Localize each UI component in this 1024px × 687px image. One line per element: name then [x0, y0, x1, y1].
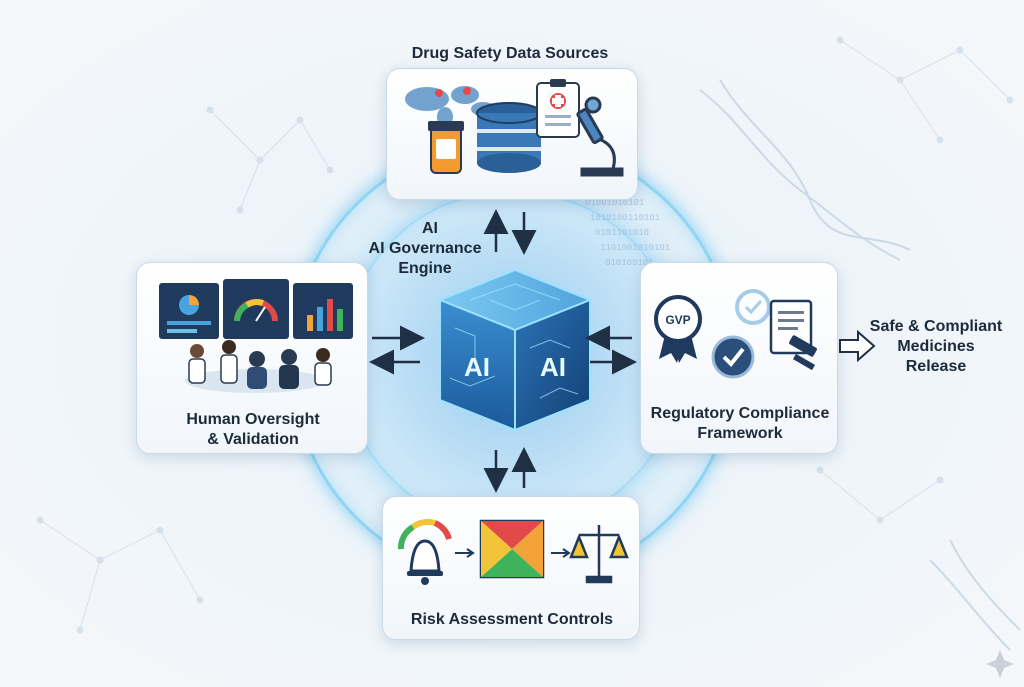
- output-line3: Release: [905, 358, 967, 375]
- medical-clipboard-icon: [536, 79, 580, 138]
- engine-caption-line3: Engine: [398, 260, 452, 277]
- balance-scale-icon: [569, 525, 629, 584]
- engine-caption-line1: AI: [422, 220, 438, 237]
- data-sources-title: Drug Safety Data Sources: [411, 45, 609, 62]
- data-sources-illustration: [405, 79, 624, 177]
- oversight-title-line2: & Validation: [207, 431, 299, 448]
- compliance-illustration: GVP: [654, 289, 817, 379]
- output-arrow: [839, 329, 876, 363]
- risk-title: Risk Assessment Controls: [410, 611, 614, 628]
- team-meeting-icon: [185, 340, 332, 393]
- compliance-title-line1: Regulatory Compliance: [650, 405, 830, 422]
- risk-gauge-bell-icon: [397, 518, 452, 585]
- risk-illustration: [397, 518, 629, 585]
- regulatory-compliance-card: GVP Regulatory Compliance Framework: [640, 262, 838, 454]
- faint-check-icon: [735, 289, 771, 325]
- human-oversight-card: Human Oversight & Validation: [136, 262, 368, 454]
- data-sources-card: [386, 68, 638, 200]
- compliance-title-line2: Framework: [697, 425, 783, 442]
- arrow-right-icon-2: [551, 548, 571, 558]
- output-line2: Medicines: [897, 338, 975, 355]
- oversight-illustration: [159, 279, 353, 393]
- cube-label-right: AI: [540, 352, 566, 382]
- microscope-icon: [576, 96, 624, 177]
- cube-label-left: AI: [464, 352, 490, 382]
- risk-matrix-icon: [479, 519, 545, 579]
- arrow-right-icon: [455, 548, 475, 558]
- database-icon: [476, 102, 542, 173]
- oversight-title-line1: Human Oversight: [186, 411, 320, 428]
- checkmark-seal-icon: [711, 335, 755, 379]
- engine-caption-line2: AI Governance: [368, 240, 482, 257]
- gvp-badge-label: GVP: [665, 313, 690, 327]
- output-line1: Safe & Compliant: [869, 318, 1003, 335]
- risk-assessment-card: Risk Assessment Controls: [382, 496, 640, 640]
- gvp-badge-icon: GVP: [654, 295, 702, 363]
- ai-governance-cube: AI AI: [437, 268, 593, 432]
- legal-document-gavel-icon: [769, 299, 817, 371]
- pill-bottle-icon: [428, 121, 464, 174]
- dashboard-screens-icon: [159, 279, 353, 339]
